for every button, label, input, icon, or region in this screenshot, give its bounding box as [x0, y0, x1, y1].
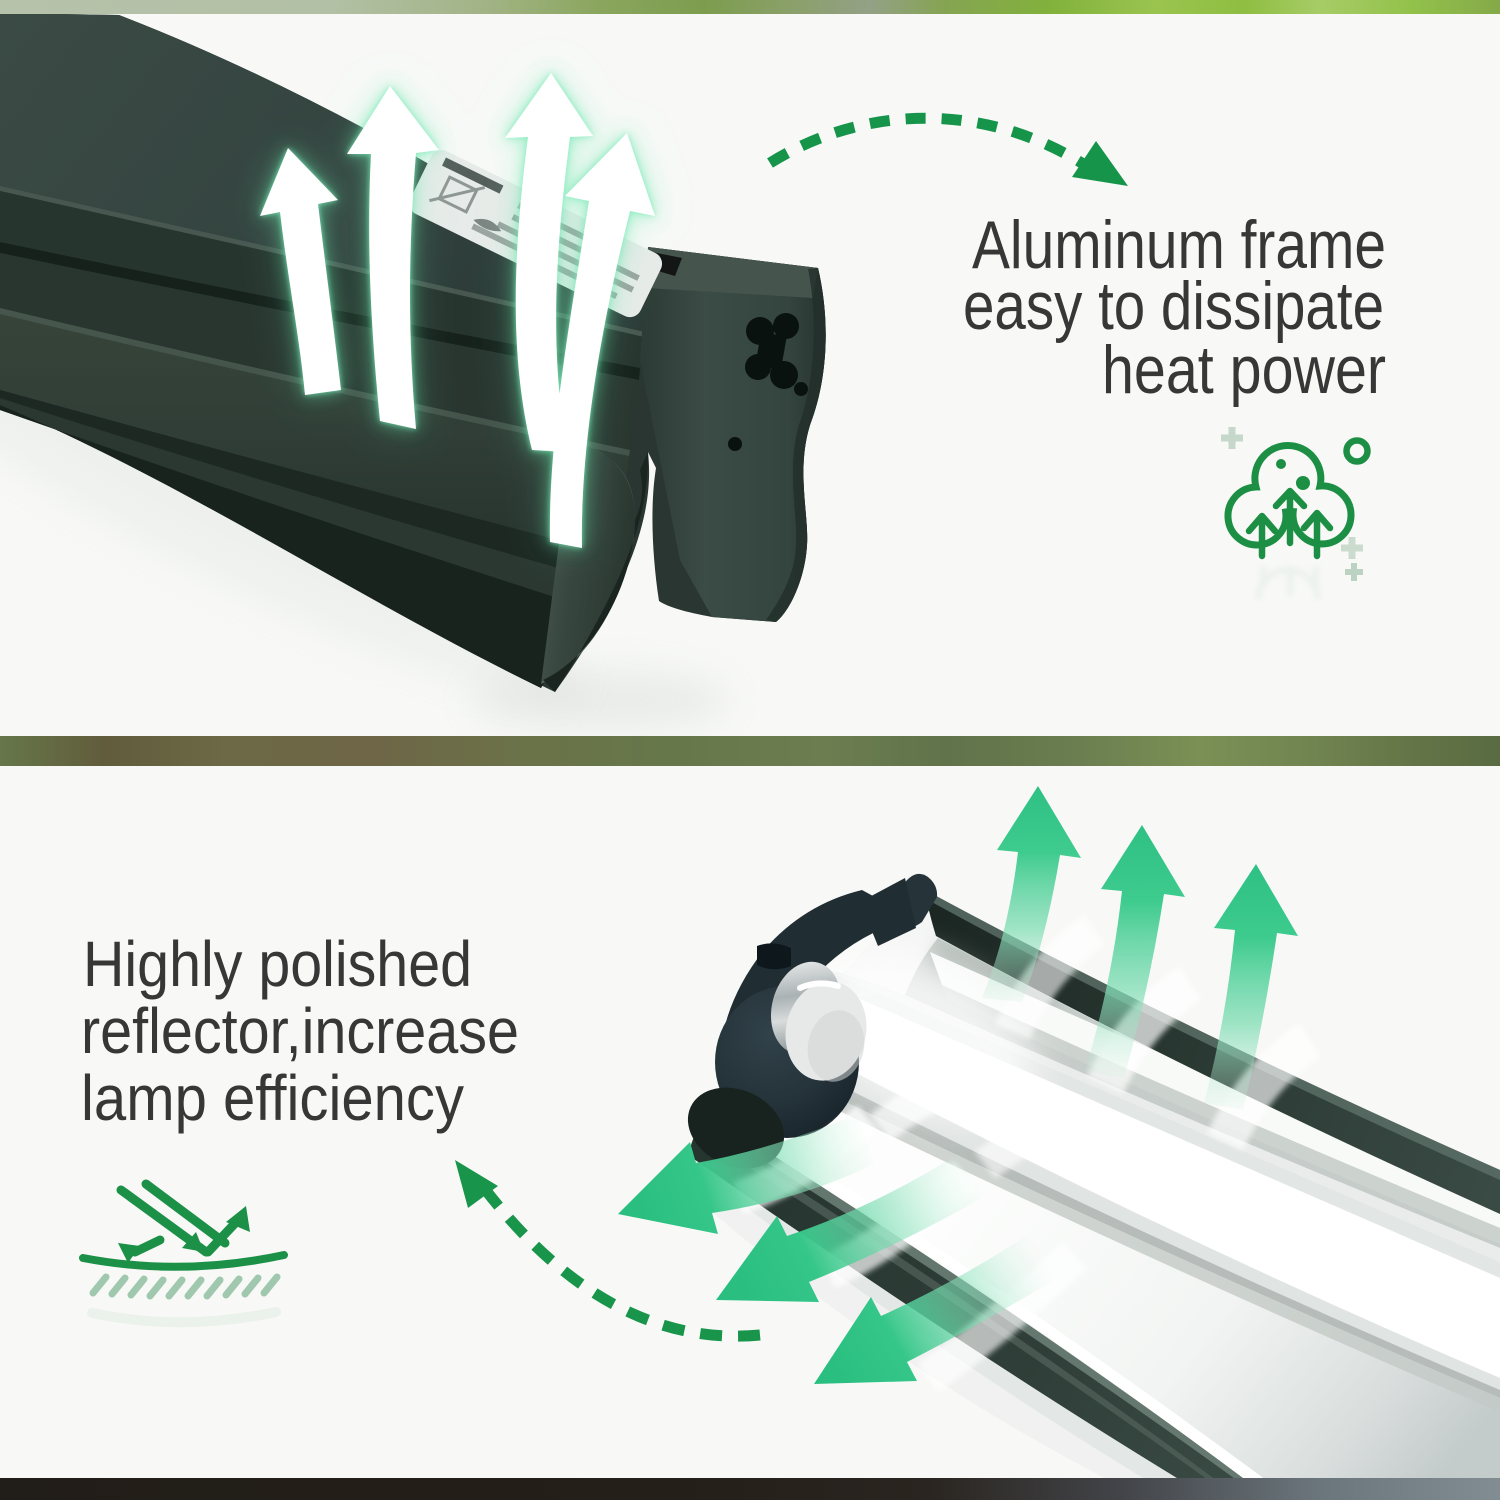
- svg-text:Aluminum frame: Aluminum frame: [972, 207, 1386, 283]
- svg-text:Highly polished: Highly polished: [83, 928, 472, 1000]
- svg-text:easy to dissipate: easy to dissipate: [963, 268, 1384, 344]
- svg-text:reflector,increase: reflector,increase: [81, 995, 519, 1067]
- svg-text:heat power: heat power: [1102, 332, 1386, 408]
- svg-text:lamp efficiency: lamp efficiency: [81, 1062, 464, 1134]
